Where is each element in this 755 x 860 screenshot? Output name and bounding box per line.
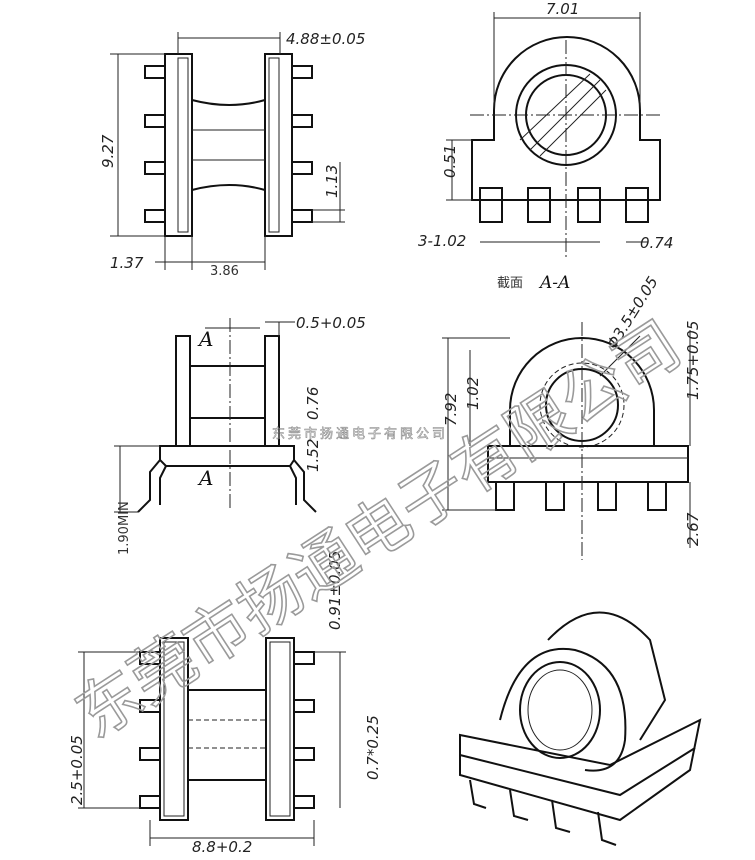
- dim-1-37: 1.37: [110, 254, 144, 272]
- top-right-view: [446, 12, 661, 260]
- dim-7-01: 7.01: [546, 0, 579, 18]
- dim-0-51: 0.51: [441, 145, 459, 178]
- dim-1-52: 1.52: [304, 439, 322, 472]
- mid-left-view: [114, 318, 317, 513]
- dim-1-90min: 1.90MIN: [117, 501, 132, 555]
- dim-1-02: 1.02: [464, 377, 482, 410]
- dim-0-5: 0.5+0.05: [296, 314, 366, 332]
- dim-2-5: 2.5+0.05: [68, 735, 86, 805]
- dim-0-74: 0.74: [640, 234, 673, 252]
- dim-1-75: 1.75+0.05: [684, 321, 702, 400]
- dim-0-91: 0.91±0.05: [326, 551, 344, 630]
- dim-0-7: 0.7*0.25: [364, 715, 382, 780]
- dim-3-1-02: 3-1.02: [418, 232, 466, 250]
- dim-7-92: 7.92: [442, 393, 460, 426]
- watermark-small: 东莞市扬通电子有限公司: [272, 426, 448, 442]
- isometric-view: [459, 611, 702, 846]
- section-caption: A-A: [538, 273, 570, 293]
- dim-9-27: 9.27: [99, 134, 117, 168]
- section-a-bottom: A: [197, 466, 213, 490]
- watermark-large: 东莞市扬通电子有限公司: [63, 308, 694, 753]
- dim-4-88: 4.88±0.05: [286, 30, 365, 48]
- bottom-left-view: [78, 637, 346, 846]
- dim-0-76: 0.76: [304, 387, 322, 420]
- section-caption-prefix: 截面: [497, 276, 523, 291]
- dim-1-13: 1.13: [323, 165, 341, 198]
- dim-3-86: 3.86: [210, 264, 239, 279]
- mid-right-view: [442, 322, 691, 560]
- dim-8-8: 8.8+0.2: [192, 838, 252, 856]
- dim-2-67: 2.67: [684, 512, 702, 546]
- top-left-view: [110, 32, 345, 270]
- section-a-top: A: [197, 327, 213, 351]
